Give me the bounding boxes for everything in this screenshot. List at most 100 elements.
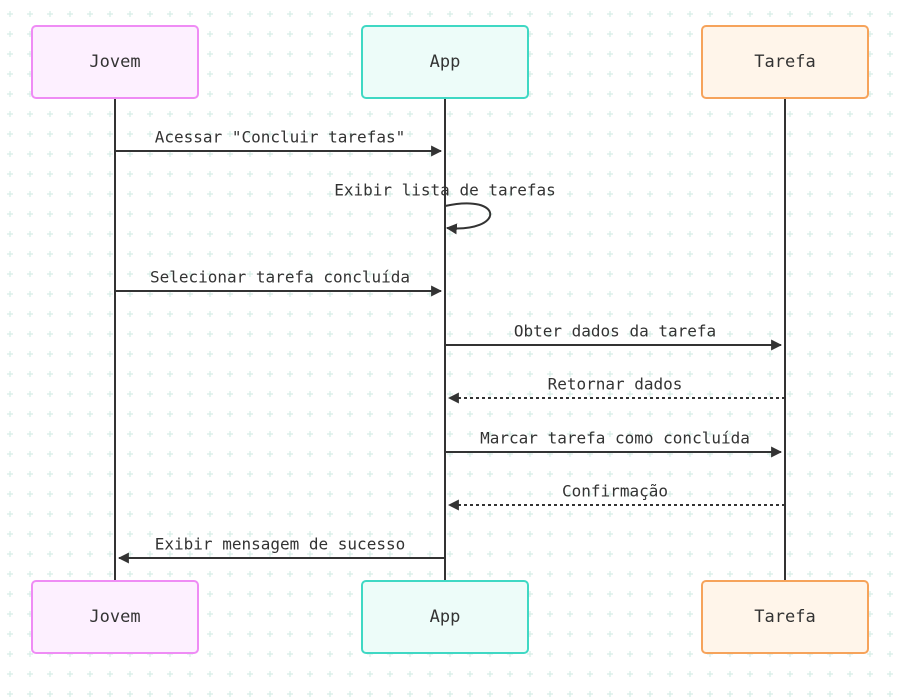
grid-plus (187, 111, 193, 117)
grid-plus (307, 591, 313, 597)
grid-plus (187, 391, 193, 397)
grid-plus (267, 471, 273, 477)
grid-plus (167, 671, 173, 677)
grid-plus (567, 211, 573, 217)
grid-plus (107, 431, 113, 437)
grid-plus (867, 211, 873, 217)
grid-plus (347, 411, 353, 417)
grid-plus (527, 571, 533, 577)
grid-plus (207, 251, 213, 257)
grid-plus (827, 151, 833, 157)
grid-plus (747, 511, 753, 517)
grid-plus (627, 471, 633, 477)
grid-plus (647, 371, 653, 377)
grid-plus (207, 351, 213, 357)
grid-plus (67, 351, 73, 357)
grid-plus (227, 71, 233, 77)
grid-plus (7, 351, 13, 357)
grid-plus (107, 191, 113, 197)
grid-plus (427, 231, 433, 237)
grid-plus (267, 231, 273, 237)
grid-plus (827, 491, 833, 497)
grid-plus (227, 591, 233, 597)
grid-plus (567, 511, 573, 517)
grid-plus (727, 11, 733, 17)
grid-plus (547, 391, 553, 397)
grid-plus (647, 231, 653, 237)
grid-plus (247, 471, 253, 477)
grid-plus (727, 311, 733, 317)
grid-plus (527, 171, 533, 177)
grid-plus (247, 11, 253, 17)
grid-plus (547, 431, 553, 437)
grid-plus (67, 151, 73, 157)
grid-plus (367, 511, 373, 517)
grid-plus (147, 311, 153, 317)
grid-plus (307, 371, 313, 377)
grid-plus (887, 251, 893, 257)
grid-plus (427, 331, 433, 337)
background-grid (7, 11, 893, 697)
grid-plus (867, 571, 873, 577)
grid-plus (567, 551, 573, 557)
grid-plus (587, 551, 593, 557)
grid-plus (867, 131, 873, 137)
grid-plus (367, 131, 373, 137)
grid-plus (107, 491, 113, 497)
grid-plus (647, 531, 653, 537)
grid-plus (887, 171, 893, 177)
grid-plus (287, 171, 293, 177)
grid-plus (327, 631, 333, 637)
grid-plus (307, 191, 313, 197)
grid-plus (807, 311, 813, 317)
grid-plus (807, 431, 813, 437)
grid-plus (727, 431, 733, 437)
grid-plus (727, 111, 733, 117)
grid-plus (567, 571, 573, 577)
grid-plus (627, 131, 633, 137)
grid-plus (847, 471, 853, 477)
grid-plus (707, 431, 713, 437)
grid-plus (47, 231, 53, 237)
grid-plus (447, 311, 453, 317)
grid-plus (207, 531, 213, 537)
grid-plus (607, 411, 613, 417)
grid-plus (747, 391, 753, 397)
grid-plus (387, 131, 393, 137)
grid-plus (847, 231, 853, 237)
grid-plus (587, 431, 593, 437)
grid-plus (827, 331, 833, 337)
grid-plus (687, 171, 693, 177)
grid-plus (47, 291, 53, 297)
grid-plus (707, 291, 713, 297)
grid-plus (887, 211, 893, 217)
grid-plus (587, 631, 593, 637)
grid-plus (7, 431, 13, 437)
grid-plus (47, 131, 53, 137)
grid-plus (27, 651, 33, 657)
grid-plus (507, 351, 513, 357)
grid-plus (547, 291, 553, 297)
grid-plus (7, 231, 13, 237)
grid-plus (887, 431, 893, 437)
grid-plus (27, 451, 33, 457)
grid-plus (687, 191, 693, 197)
grid-plus (327, 551, 333, 557)
grid-plus (567, 251, 573, 257)
grid-plus (747, 151, 753, 157)
grid-plus (67, 411, 73, 417)
grid-plus (107, 271, 113, 277)
grid-plus (227, 191, 233, 197)
grid-plus (187, 451, 193, 457)
grid-plus (7, 631, 13, 637)
grid-plus (127, 531, 133, 537)
grid-plus (247, 131, 253, 137)
grid-plus (367, 551, 373, 557)
grid-plus (607, 631, 613, 637)
grid-plus (467, 111, 473, 117)
grid-plus (107, 471, 113, 477)
grid-plus (887, 91, 893, 97)
grid-plus (487, 531, 493, 537)
grid-plus (87, 251, 93, 257)
grid-plus (27, 371, 33, 377)
